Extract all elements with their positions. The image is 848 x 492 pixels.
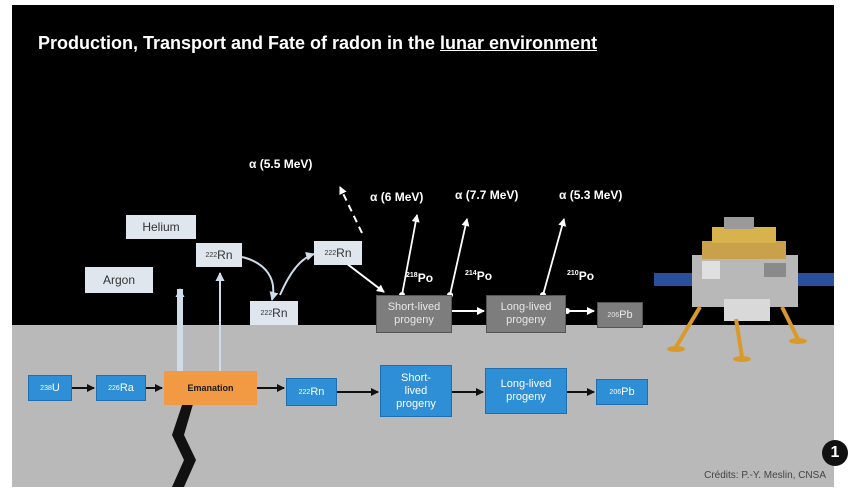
po218-symbol: Po <box>417 271 434 285</box>
ground-crack <box>172 387 198 487</box>
alpha-53-label: α (5.3 MeV) <box>559 188 623 202</box>
helium-box: Helium <box>126 215 196 239</box>
surface-long-lived-progeny-box: Long-lived progeny <box>485 368 567 414</box>
ra226-symbol: Ra <box>119 381 134 394</box>
rn-high-symbol: Rn <box>336 245 352 260</box>
alpha-77-label: α (7.7 MeV) <box>455 188 519 202</box>
credit-text: Crédits: P.-Y. Meslin, CNSA <box>704 470 826 481</box>
po210-mass: 210 <box>567 270 579 277</box>
lunar-lander-illustration <box>654 217 834 362</box>
surface-rn-mass: 222 <box>298 388 311 396</box>
alpha-arrow-53 <box>542 218 566 296</box>
atm-pb-mass: 206 <box>607 311 620 319</box>
alpha-arrow-77 <box>449 218 470 296</box>
po210-symbol: Po <box>578 269 595 283</box>
slide-title: Production, Transport and Fate of radon … <box>38 33 597 54</box>
argon-box: Argon <box>85 267 153 293</box>
surface-pb-symbol: Pb <box>621 385 635 398</box>
alpha-6-label: α (6 MeV) <box>370 190 424 204</box>
arrow-rn-short-atm <box>341 259 385 293</box>
surface-short-lived-progeny-box: Short- lived progeny <box>380 365 452 417</box>
surface-pb-mass: 206 <box>609 388 622 396</box>
rn-low-symbol: Rn <box>272 305 288 320</box>
emanation-box: Emanation <box>164 371 257 405</box>
alpha-55-label: α (5.5 MeV) <box>249 157 313 171</box>
po214-label: 214Po <box>465 269 492 283</box>
po218-label: 218Po <box>406 271 433 285</box>
diagram-arrows <box>72 186 834 487</box>
atm-pb-symbol: Pb <box>619 308 633 321</box>
atm-short-lived-progeny-box: Short-lived progeny <box>376 295 452 333</box>
po218-mass: 218 <box>406 272 418 279</box>
po214-symbol: Po <box>476 269 493 283</box>
rn-high-mass: 222 <box>324 249 337 257</box>
atm-long-lived-progeny-box: Long-lived progeny <box>486 295 566 333</box>
ra226-mass: 226 <box>108 384 120 392</box>
title-text: Production, Transport and Fate of radon … <box>38 33 436 53</box>
po210-label: 210Po <box>567 269 594 283</box>
hop-down <box>241 256 279 301</box>
slide: Production, Transport and Fate of radon … <box>12 5 834 487</box>
alpha-arrow-6 <box>401 214 420 296</box>
u238-symbol: U <box>51 381 60 394</box>
title-underlined-text: lunar environment <box>440 33 598 53</box>
rn-up-symbol: Rn <box>217 247 233 262</box>
step-badge: 1 <box>822 440 848 466</box>
po214-mass: 214 <box>465 270 477 277</box>
hop-up <box>279 251 315 296</box>
alpha-dashed-arrow <box>339 186 363 234</box>
u238-mass: 238 <box>40 384 52 392</box>
surface-rn-symbol: Rn <box>310 385 325 398</box>
rn-up-mass: 222 <box>205 251 218 259</box>
rn-low-mass: 222 <box>260 309 273 317</box>
